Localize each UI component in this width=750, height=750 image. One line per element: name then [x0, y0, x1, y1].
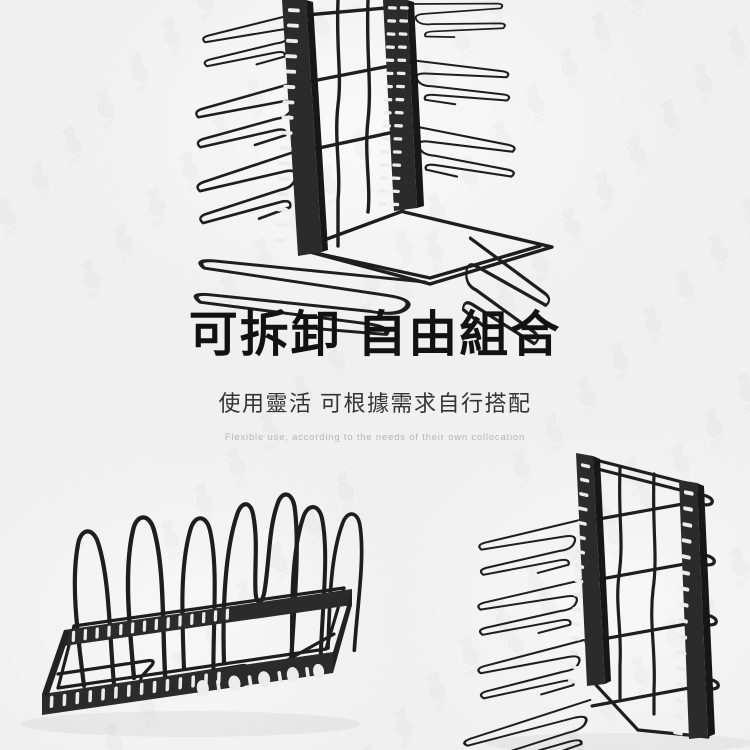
- page-subtitle: 使用靈活 可根據需求自行搭配: [218, 390, 532, 416]
- watermark: [381, 702, 427, 750]
- page-caption-en: Flexible use, according to the needs of …: [224, 431, 526, 443]
- base-bar-far: [64, 589, 352, 646]
- wire-frame-top: [192, 0, 561, 354]
- base-bar-near: [42, 589, 352, 715]
- product-photo-vertical-rack-top: [0, 0, 561, 302]
- rack-rail-left: [567, 453, 611, 686]
- shadow: [20, 711, 360, 737]
- page-title: 可拆卸 自由組合: [188, 308, 562, 362]
- watermark: [414, 666, 460, 715]
- rack-rail-left: [274, 0, 328, 256]
- rack-rail-right: [378, 0, 424, 211]
- product-photo-vertical-rack-side: [459, 453, 750, 750]
- product-photo-horizontal-rack: [20, 462, 369, 737]
- heading-block: 可拆卸 自由組合 使用靈活 可根據需求自行搭配 Flexible use, ac…: [0, 308, 750, 443]
- rack-rail-right: [672, 480, 715, 739]
